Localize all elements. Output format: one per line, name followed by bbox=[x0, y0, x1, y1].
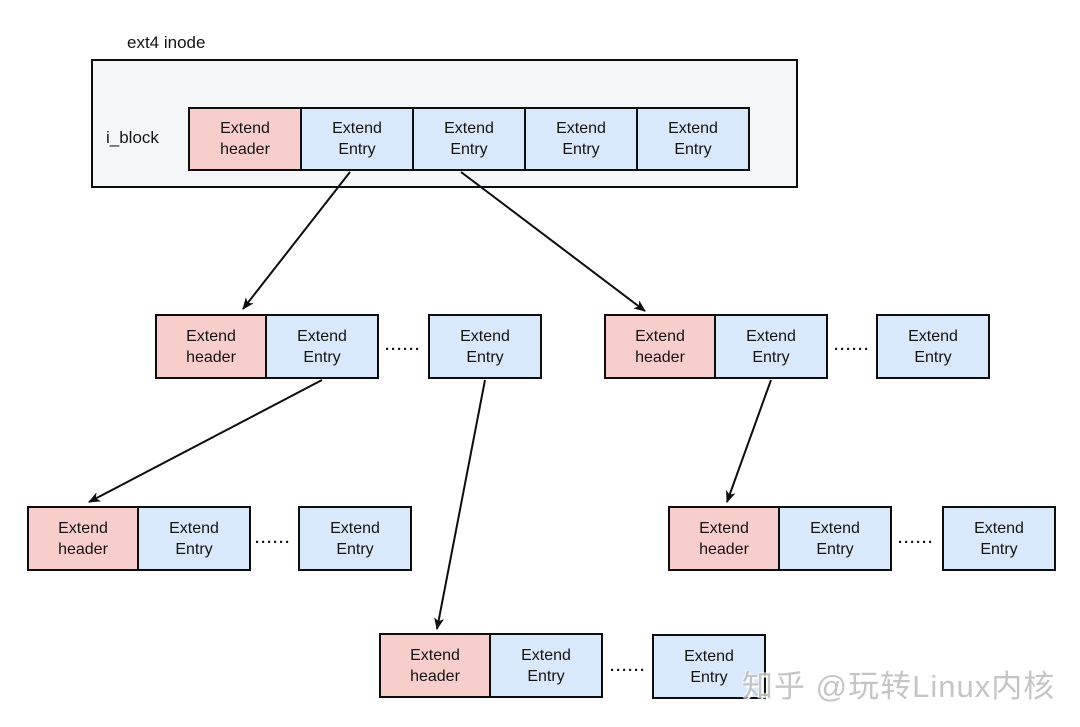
extent-entry-cell: Extend Entry bbox=[942, 506, 1056, 571]
extent-entry-cell: Extend Entry bbox=[300, 107, 414, 171]
extent-header-cell: Extend header bbox=[188, 107, 302, 171]
cell-text: Extend bbox=[332, 120, 382, 137]
extent-header-cell: Extend header bbox=[27, 506, 139, 571]
cell-text: Extend bbox=[746, 327, 796, 345]
cell-text: Entry bbox=[914, 348, 952, 366]
cell-text: Extend bbox=[297, 327, 347, 345]
leaf-node-bottom: Extend header Extend Entry bbox=[379, 633, 603, 698]
cell-text: Entry bbox=[338, 141, 376, 158]
cell-text: Extend bbox=[521, 646, 571, 664]
cell-text: header bbox=[410, 667, 460, 685]
cell-text: header bbox=[186, 348, 236, 366]
cell-text: Entry bbox=[562, 141, 600, 158]
cell-text: Entry bbox=[752, 348, 790, 366]
cell-text: Entry bbox=[674, 141, 712, 158]
ext4-inode-label: ext4 inode bbox=[127, 33, 206, 52]
extent-header-cell: Extend header bbox=[668, 506, 780, 571]
ellipsis-dots: ······ bbox=[255, 534, 291, 551]
cell-text: header bbox=[699, 540, 749, 558]
leaf-node-level3-right: Extend header Extend Entry bbox=[668, 506, 892, 571]
i-block-label: i_block bbox=[106, 128, 159, 147]
cell-text: Entry bbox=[336, 540, 374, 558]
arrow-root-entry2-to-l2-right bbox=[460, 171, 646, 312]
cell-text: Extend bbox=[58, 519, 108, 537]
cell-text: Extend bbox=[169, 519, 219, 537]
cell-text: header bbox=[220, 141, 270, 158]
cell-text: Extend bbox=[635, 327, 685, 345]
extent-entry-cell: Extend Entry bbox=[714, 314, 828, 379]
root-extent-node: Extend header Extend Entry Extend Entry … bbox=[188, 107, 750, 171]
ellipsis-dots: ······ bbox=[898, 534, 934, 551]
extent-entry-cell: Extend Entry bbox=[298, 506, 412, 571]
extent-entry-cell: Extend Entry bbox=[876, 314, 990, 379]
leaf-node-level3-left: Extend header Extend Entry bbox=[27, 506, 251, 571]
cell-text: Extend bbox=[810, 519, 860, 537]
cell-text: Extend bbox=[186, 327, 236, 345]
extent-header-cell: Extend header bbox=[604, 314, 716, 379]
extent-entry-cell: Extend Entry bbox=[636, 107, 750, 171]
arrow-l2right-entry-to-l3-right bbox=[726, 379, 772, 503]
extent-entry-cell: Extend Entry bbox=[137, 506, 251, 571]
cell-text: header bbox=[58, 540, 108, 558]
cell-text: Entry bbox=[816, 540, 854, 558]
cell-text: Extend bbox=[974, 519, 1024, 537]
extent-entry-cell: Extend Entry bbox=[778, 506, 892, 571]
ellipsis-dots: ······ bbox=[834, 341, 870, 358]
index-node-level2-right: Extend header Extend Entry bbox=[604, 314, 828, 379]
cell-text: Entry bbox=[690, 668, 728, 686]
extent-entry-cell: Extend Entry bbox=[428, 314, 542, 379]
arrow-root-entry1-to-l2-left bbox=[242, 171, 351, 310]
arrow-l2left-entry-to-l3-left bbox=[88, 379, 323, 503]
extent-entry-cell: Extend Entry bbox=[652, 634, 766, 699]
arrow-l2left-lone-to-bottom bbox=[434, 379, 486, 630]
cell-text: Extend bbox=[668, 120, 718, 137]
extent-header-cell: Extend header bbox=[155, 314, 267, 379]
cell-text: Entry bbox=[303, 348, 341, 366]
cell-text: Extend bbox=[220, 120, 270, 137]
extent-entry-cell: Extend Entry bbox=[489, 633, 603, 698]
cell-text: Extend bbox=[330, 519, 380, 537]
cell-text: Extend bbox=[699, 519, 749, 537]
cell-text: Entry bbox=[450, 141, 488, 158]
ellipsis-dots: ······ bbox=[385, 341, 421, 358]
cell-text: Entry bbox=[527, 667, 565, 685]
index-node-level2-left: Extend header Extend Entry bbox=[155, 314, 379, 379]
cell-text: Extend bbox=[460, 327, 510, 345]
extent-entry-cell: Extend Entry bbox=[524, 107, 638, 171]
cell-text: Extend bbox=[684, 647, 734, 665]
ellipsis-dots: ······ bbox=[610, 662, 646, 679]
cell-text: Entry bbox=[980, 540, 1018, 558]
cell-text: Extend bbox=[908, 327, 958, 345]
cell-text: Entry bbox=[175, 540, 213, 558]
extent-header-cell: Extend header bbox=[379, 633, 491, 698]
extent-entry-cell: Extend Entry bbox=[412, 107, 526, 171]
cell-text: Extend bbox=[444, 120, 494, 137]
zhihu-watermark: 知乎 @玩转Linux内核 bbox=[742, 669, 1056, 704]
cell-text: Extend bbox=[410, 646, 460, 664]
cell-text: Extend bbox=[556, 120, 606, 137]
cell-text: header bbox=[635, 348, 685, 366]
extent-entry-cell: Extend Entry bbox=[265, 314, 379, 379]
cell-text: Entry bbox=[466, 348, 504, 366]
